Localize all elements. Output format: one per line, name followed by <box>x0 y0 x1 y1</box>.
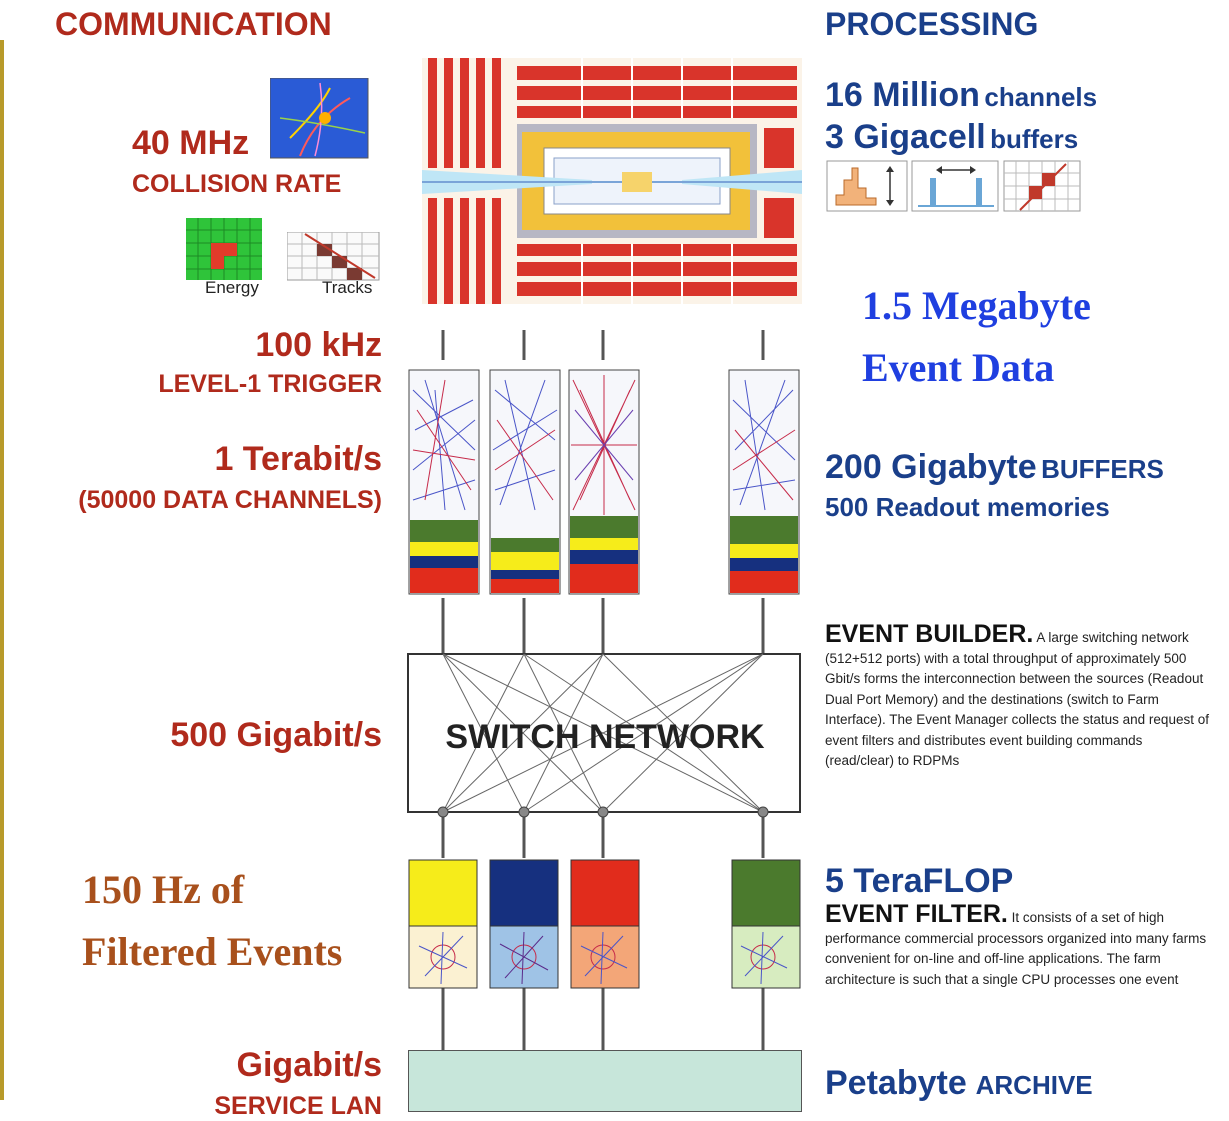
readout-column-1 <box>408 369 480 595</box>
filtered-events-line1: 150 Hz of <box>82 867 245 912</box>
trigger-rate-value: 100 kHz <box>255 326 382 364</box>
lan-rate-value: Gigabit/s <box>236 1046 382 1084</box>
readout-column-2 <box>489 369 561 595</box>
trigger-label: LEVEL-1 TRIGGER <box>158 370 382 398</box>
bandwidth-value: 1 Terabit/s <box>214 440 382 478</box>
channels-value: 16 Million <box>825 76 980 114</box>
switch-network-label: SWITCH NETWORK <box>445 718 765 756</box>
teraflop-value: 5 TeraFLOP <box>825 862 1014 900</box>
readout-column-4 <box>728 369 800 595</box>
gigacell-unit: buffers <box>990 124 1079 154</box>
archive-line: Petabyte ARCHIVE <box>825 1064 1093 1103</box>
buffer-icons <box>826 160 1081 212</box>
collision-rate-value: 40 MHz <box>132 124 250 162</box>
event-filter-description: EVENT FILTER. It consists of a set of hi… <box>825 902 1210 990</box>
filter-farms <box>408 859 801 1052</box>
switch-network-diagram <box>407 598 801 858</box>
channels-line: 16 Million channels <box>825 76 1097 115</box>
event-data-line1: 1.5 Megabyte <box>862 283 1091 328</box>
communication-heading: COMMUNICATION <box>55 6 332 42</box>
buffers-value: 200 Gigabyte <box>825 448 1037 486</box>
event-filter-text: It consists of a set of high performance… <box>825 910 1207 987</box>
left-border <box>0 40 4 1100</box>
event-builder-title: EVENT BUILDER. <box>825 620 1034 648</box>
track-grid-icon <box>1003 160 1081 212</box>
filter-farm-navy <box>489 859 559 989</box>
filter-farm-yellow <box>408 859 478 989</box>
event-data-line2: Event Data <box>862 345 1055 390</box>
readout-columns <box>408 330 800 595</box>
buffers-unit: BUFFERS <box>1041 454 1164 484</box>
energy-label: Energy <box>205 278 259 297</box>
time-window-icon <box>911 160 999 212</box>
channels-unit: channels <box>984 82 1098 112</box>
pulse-height-icon <box>826 160 908 212</box>
service-lan-bar <box>408 1050 802 1112</box>
event-builder-text: A large switching network (512+512 ports… <box>825 630 1209 768</box>
readout-column-3 <box>568 369 640 595</box>
tracks-grid-icon <box>287 232 380 281</box>
event-filter-title: EVENT FILTER. <box>825 900 1008 928</box>
cms-detector-icon <box>422 58 802 304</box>
filter-farm-green <box>731 859 801 989</box>
filtered-events-line2: Filtered Events <box>82 929 343 974</box>
archive-unit: ARCHIVE <box>975 1070 1093 1100</box>
processing-heading: PROCESSING <box>825 6 1039 42</box>
gigacell-value: 3 Gigacell <box>825 118 986 156</box>
energy-grid-icon <box>186 218 262 280</box>
switch-rate-value: 500 Gigabit/s <box>170 716 382 754</box>
filter-farm-red <box>570 859 640 989</box>
buffers-line: 200 Gigabyte BUFFERS <box>825 448 1164 487</box>
tracks-label: Tracks <box>322 278 373 297</box>
collision-rate-label: COLLISION RATE <box>132 170 342 198</box>
service-lan-label: SERVICE LAN <box>214 1092 382 1120</box>
archive-value: Petabyte <box>825 1064 967 1102</box>
gigacell-line: 3 Gigacell buffers <box>825 118 1078 157</box>
event-builder-description: EVENT BUILDER. A large switching network… <box>825 622 1215 772</box>
data-channels-label: (50000 DATA CHANNELS) <box>78 486 382 514</box>
readout-memories-label: 500 Readout memories <box>825 492 1110 522</box>
collision-event-icon <box>270 78 369 159</box>
